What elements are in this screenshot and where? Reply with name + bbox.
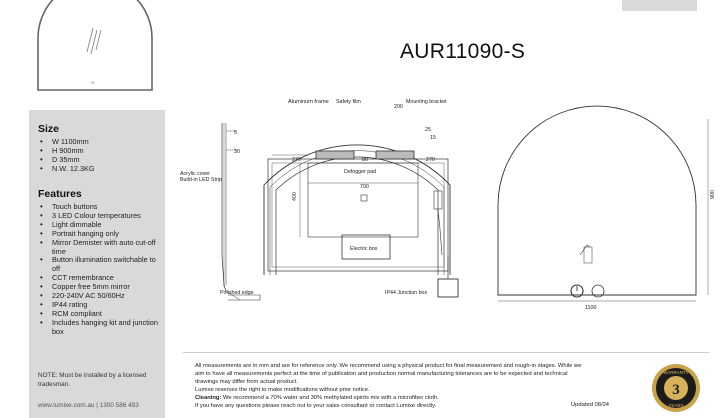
features-list: Touch buttons 3 LED Colour temperatures … <box>38 202 162 337</box>
disclaimer-text: All measurements are in mm and are for r… <box>195 362 590 411</box>
technical-drawing: Aluminum frame Safety film Mounting brac… <box>180 99 716 311</box>
dim-400: 400 <box>292 192 298 201</box>
disclaimer-line: If you have any questions please reach o… <box>195 403 437 410</box>
label-polished-edge: Polished edge <box>220 290 254 296</box>
feature-item: 3 LED Colour temperatures <box>38 211 162 221</box>
header-bar <box>622 0 697 11</box>
label-acrylic-cover: Acrylic cover <box>180 171 210 177</box>
rear-view-arch <box>497 105 697 296</box>
feature-item: Button illumination switchable to off <box>38 256 162 274</box>
cleaning-line: Cleaning: We recommend a 70% water and 3… <box>195 394 590 402</box>
size-item: N.W. 12.3KG <box>38 164 95 174</box>
front-view-arch <box>275 156 439 275</box>
dim-900: 900 <box>710 190 716 199</box>
label-electric-box: Electric box <box>350 246 378 252</box>
dim-1100: 1100 <box>585 305 596 311</box>
cleaning-text: We recommend a 70% water and 30% methyla… <box>221 395 439 402</box>
contact-line: www.lumixe.com.au | 1300 586 493 <box>38 402 139 409</box>
warranty-seal: WARRANTY 3 YEARS <box>652 364 700 412</box>
label-junction-box: IP44 Junction box <box>385 290 427 296</box>
warranty-number: 3 <box>672 382 680 398</box>
disclaimer-line: Lumixe reserves the right to make modifi… <box>195 387 370 394</box>
feature-item: RCM compliant <box>38 309 162 319</box>
dim-15: 15 <box>430 135 436 141</box>
warranty-top: WARRANTY <box>663 370 689 375</box>
cleaning-label: Cleaning: <box>195 395 222 402</box>
dim-270-left: 270 <box>292 157 301 163</box>
dim-200: 200 <box>394 104 403 110</box>
feature-item: CCT remembrance <box>38 273 162 283</box>
size-item: D 35mm <box>38 155 95 165</box>
label-defogger-pad: Defogger pad <box>344 169 376 175</box>
feature-item: Portrait hanging only <box>38 229 162 239</box>
features-heading: Features <box>38 188 82 200</box>
label-led-strip: Build-in LED Strip <box>180 177 222 183</box>
dim-25: 25 <box>425 127 431 133</box>
thumbnail-mark: ∞ <box>91 80 95 86</box>
spec-sidebar: Size W 1100mm H 900mm D 35mm N.W. 12.3KG… <box>29 110 165 418</box>
side-profile <box>221 123 227 292</box>
label-mounting-bracket: Mounting bracket <box>406 99 447 105</box>
dim-700: 700 <box>360 184 369 190</box>
disclaimer-line: All measurements are in mm and are for r… <box>195 363 582 386</box>
dim-5: 5 <box>234 130 237 136</box>
dim-80: 80 <box>362 157 368 163</box>
product-thumbnail: ∞ <box>37 0 153 91</box>
footer-rule <box>183 352 709 353</box>
warranty-bottom: YEARS <box>668 403 683 408</box>
label-safety-film: Safety film <box>336 99 361 105</box>
feature-item: Touch buttons <box>38 202 162 212</box>
feature-item: Mirror Demister with auto cut-off time <box>38 238 162 257</box>
size-heading: Size <box>38 123 60 135</box>
feature-item: Includes hanging kit and junction box <box>38 318 162 337</box>
install-note: NOTE: Must be installed by a licensed tr… <box>38 372 147 388</box>
updated-date: Updated 08/24 <box>571 402 610 408</box>
product-code: AUR11090-S <box>400 40 526 63</box>
dim-270-right: 270 <box>426 157 435 163</box>
feature-item: Light dimmable <box>38 220 162 230</box>
dim-30: 30 <box>234 149 240 155</box>
size-item: W 1100mm <box>38 137 95 147</box>
feature-item: Copper free 5mm mirror <box>38 282 162 292</box>
size-item: H 900mm <box>38 146 95 156</box>
feature-item: 220-240V AC 50/60Hz <box>38 291 162 301</box>
label-aluminum-frame: Aluminum frame <box>288 99 329 105</box>
feature-item: IP44 rating <box>38 300 162 310</box>
size-list: W 1100mm H 900mm D 35mm N.W. 12.3KG <box>38 137 95 174</box>
